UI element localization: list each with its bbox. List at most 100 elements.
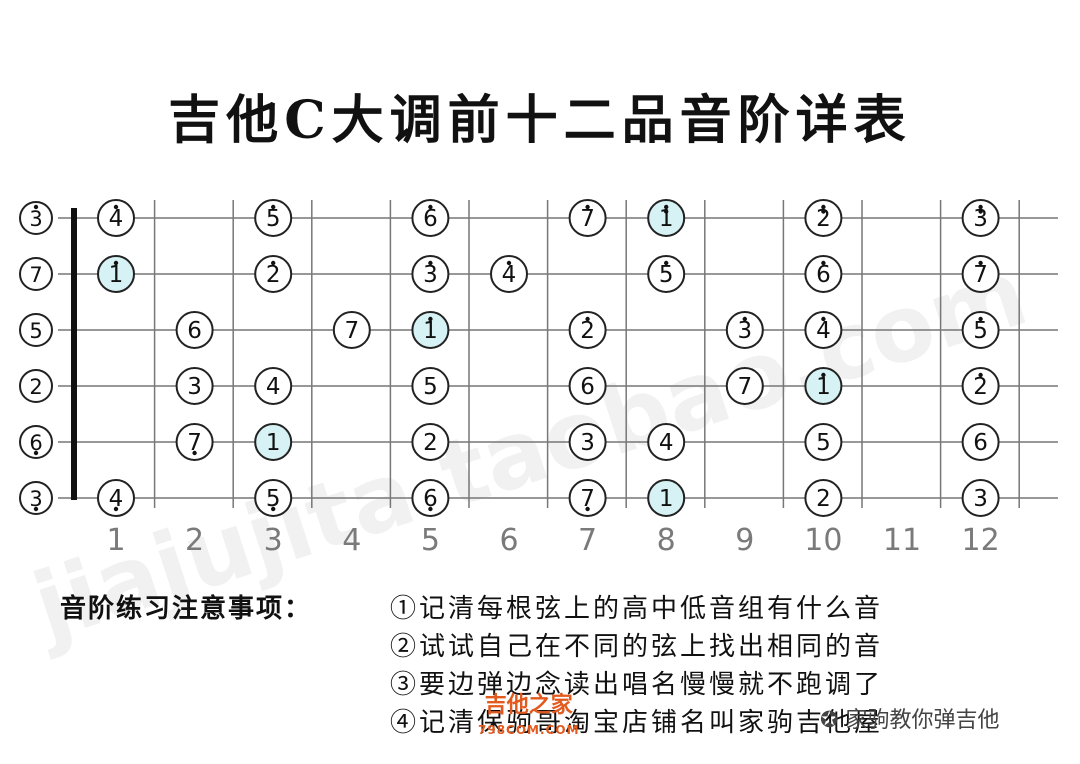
note-s3-f10-circle (804, 311, 843, 349)
note-s5-f12-circle (961, 423, 1000, 461)
fret-number-3: 3 (264, 523, 283, 558)
note-s3-f9-dot-above (742, 316, 747, 322)
note-s2-f5-label: 3 (423, 262, 438, 288)
open-string-5-dot-below (33, 450, 39, 456)
note-s6-f5-dot-below (428, 506, 433, 512)
note-s3-f10-label: 4 (816, 318, 831, 344)
note-s1-f12-circle (961, 199, 1000, 237)
note-s1-f10-circle (804, 199, 843, 237)
note-s2-f6-label: 4 (502, 262, 517, 288)
note-s3-f7-circle (568, 311, 607, 349)
note-s3-f2-circle (175, 311, 214, 349)
note-s1-f3-label: 5 (266, 206, 281, 232)
note-s2-f3-circle (254, 255, 293, 293)
note-s1-f5-label: 6 (423, 206, 438, 232)
note-s3-f4-circle (332, 311, 371, 349)
note-s4-f12-label: 2 (973, 374, 988, 400)
note-s6-f1-label: 4 (109, 486, 124, 512)
note-s1-f10-dot-above-2 (821, 209, 826, 214)
open-string-1-circle (19, 201, 53, 235)
note-s3-f2-label: 6 (187, 318, 202, 344)
note-s6-f10-label: 2 (816, 486, 831, 512)
watermark-logo-url: 798COM.COM (478, 723, 580, 737)
note-s3-f9-label: 3 (737, 318, 752, 344)
fret-number-7: 7 (578, 523, 597, 558)
note-s5-f10-label: 5 (816, 430, 831, 456)
note-s3-f12-dot-above (978, 316, 983, 322)
note-s4-f10-label: 1 (816, 374, 831, 400)
note-s3-f9-circle (725, 311, 764, 349)
note-s2-f6-circle (490, 255, 528, 293)
note-s6-f5-label: 6 (423, 486, 438, 512)
note-s2-f12-circle (961, 255, 1000, 293)
note-s2-f10-dot-above (821, 260, 826, 266)
note-s4-f3-circle (254, 367, 293, 405)
note-s1-f3-circle (254, 199, 293, 237)
note-s3-f12-label: 5 (973, 318, 988, 344)
note-s5-f3-label: 1 (266, 430, 281, 456)
note-s1-f12-label: 3 (973, 206, 988, 232)
note-s2-f3-label: 2 (266, 262, 281, 288)
note-s4-f2-label: 3 (187, 374, 202, 400)
page-title: 吉他C大调前十二品音阶详表 (168, 90, 912, 151)
fret-number-11: 11 (883, 523, 921, 558)
note-s6-f8-circle (647, 479, 686, 517)
open-string-6-dot-below (33, 506, 39, 512)
note-s3-f12-circle (961, 311, 1000, 349)
nut (71, 208, 77, 500)
note-s1-f12-dot-above (978, 204, 983, 210)
note-s2-f1-dot-above (113, 260, 119, 266)
practice-item-2: ②试试自己在不同的弦上找出相同的音 (390, 632, 884, 662)
note-s6-f7-label: 7 (580, 486, 595, 512)
practice-item-4: ④记清保驹哥淘宝店铺名叫家驹吉他屋 (390, 708, 884, 738)
note-s5-f3-circle (254, 423, 293, 461)
note-s2-f5-circle (411, 255, 450, 293)
fret-number-1: 1 (106, 523, 125, 558)
note-s4-f12-circle (961, 367, 1000, 405)
note-s5-f5-circle (411, 423, 450, 461)
open-string-5-label: 6 (29, 431, 42, 455)
note-s2-f12-dot-above (978, 260, 983, 266)
practice-heading: 音阶练习注意事项： (60, 594, 313, 624)
note-s1-f1-circle (97, 199, 135, 237)
note-s3-f7-label: 2 (580, 318, 595, 344)
open-string-3-circle (19, 313, 53, 347)
note-s4-f9-circle (725, 367, 764, 405)
note-s6-f10-circle (804, 479, 843, 517)
note-s4-f5-label: 5 (423, 374, 438, 400)
note-s5-f8-label: 4 (659, 430, 674, 456)
note-s5-f2-dot-below (192, 450, 197, 456)
open-string-2-circle (19, 257, 53, 291)
note-s2-f6-dot-above (506, 260, 512, 266)
note-s2-f12-label: 7 (973, 262, 988, 288)
open-string-5-circle (19, 425, 53, 459)
note-s2-f8-circle (647, 255, 686, 293)
open-string-1-dot-above (33, 204, 39, 210)
note-s5-f2-label: 7 (187, 430, 202, 456)
note-s5-f7-circle (568, 423, 607, 461)
note-s6-f3-label: 5 (266, 486, 281, 512)
open-string-3-label: 5 (29, 319, 42, 343)
note-s3-f5-dot-above (428, 316, 433, 322)
open-string-6-circle (19, 481, 53, 515)
note-s2-f1-circle (97, 255, 135, 293)
note-s2-f8-dot-above (664, 260, 669, 266)
note-s4-f10-dot-above (821, 372, 826, 378)
note-s2-f3-dot-above (271, 260, 276, 266)
practice-item-1: ①记清每根弦上的高中低音组有什么音 (390, 594, 884, 624)
note-s5-f2-circle (175, 423, 214, 461)
watermark-logo-text: 吉他之家 (484, 693, 573, 718)
note-s4-f12-dot-above (978, 372, 983, 378)
note-s1-f1-dot-above (113, 204, 119, 210)
note-s4-f3-label: 4 (266, 374, 281, 400)
open-string-6-label: 3 (29, 487, 42, 511)
note-s4-f7-label: 6 (580, 374, 595, 400)
note-s5-f8-circle (647, 423, 686, 461)
note-s6-f3-circle (254, 479, 293, 517)
note-s4-f9-label: 7 (737, 374, 752, 400)
fret-number-10: 10 (804, 523, 842, 558)
fret-number-6: 6 (499, 523, 518, 558)
watermark-wechat: ✪ 家驹教你弹吉他 (820, 702, 999, 734)
open-string-1-label: 3 (29, 207, 42, 231)
